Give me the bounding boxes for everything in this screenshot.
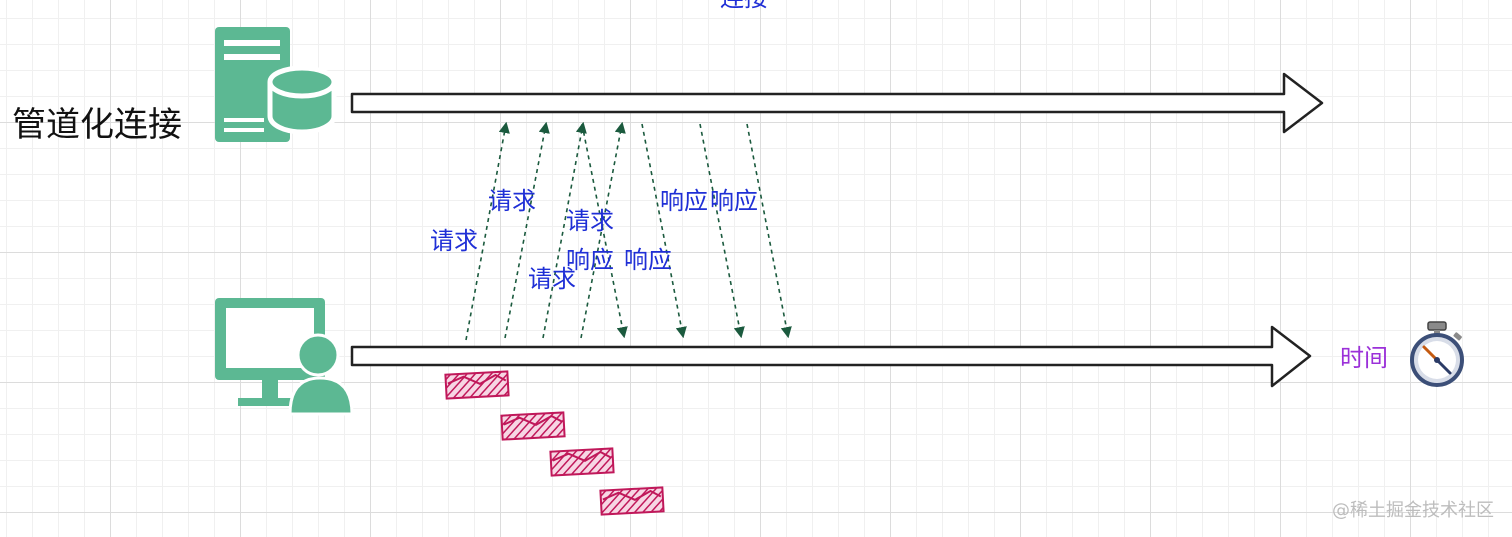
waiting-scribbles [444, 370, 665, 516]
response-arrows [581, 123, 792, 339]
server-timeline-arrow [350, 72, 1324, 134]
response-arrow [699, 123, 745, 339]
response-label-4: 响应 [710, 187, 758, 215]
computer-user-icon [215, 298, 354, 416]
request-label-4: 请求 [528, 265, 576, 293]
scribble-block [549, 447, 615, 477]
client-timeline-arrow [350, 325, 1312, 388]
server-database-icon [215, 27, 337, 142]
scribble-block [500, 411, 566, 441]
time-label: 时间 [1340, 344, 1388, 372]
top-cutoff-text: 连接 [720, 0, 768, 12]
stopwatch-icon [1410, 321, 1464, 387]
response-arrow [641, 123, 687, 339]
request-label-2: 请求 [488, 187, 536, 215]
scribble-block [444, 370, 510, 400]
scribble-block [599, 486, 665, 516]
watermark: @稀土掘金技术社区 [1332, 500, 1494, 521]
response-arrow [746, 123, 792, 339]
response-label-2: 响应 [624, 246, 672, 274]
request-arrow [504, 121, 550, 339]
request-label-3: 请求 [566, 207, 614, 235]
response-label-3: 响应 [660, 187, 708, 215]
diagram-title: 管道化连接 [12, 105, 182, 145]
response-label-1: 响应 [566, 246, 614, 274]
request-label-1: 请求 [430, 227, 478, 255]
